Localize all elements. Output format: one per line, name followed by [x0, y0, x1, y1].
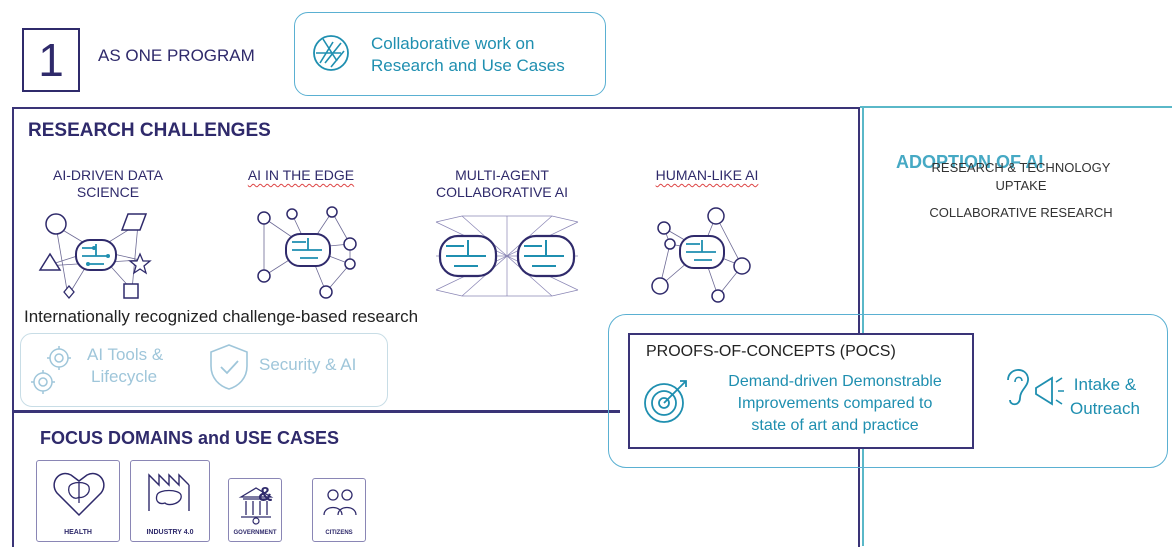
- poc-box: PROOFS-OF-CONCEPTS (POCS) Demand-driven …: [628, 333, 974, 449]
- ear-megaphone-icon: [1007, 369, 1064, 406]
- domain-label: CITIZENS: [325, 530, 353, 536]
- research-frame: [12, 107, 860, 547]
- rc-label-data-science: AI-DRIVEN DATA SCIENCE: [22, 167, 194, 201]
- domain-label: INDUSTRY 4.0: [146, 529, 194, 536]
- tools-label: AI Tools & Lifecycle: [87, 344, 163, 388]
- adoption-title: ADOPTION OF AI: [896, 152, 1044, 172]
- program-label: AS ONE PROGRAM: [98, 46, 255, 65]
- rc-label-line2: SCIENCE: [76, 184, 140, 200]
- tools-line2: Lifecycle: [91, 367, 158, 386]
- rc-label-line1: MULTI-AGENT: [455, 167, 549, 183]
- rc-label-line2: COLLABORATIVE AI: [435, 184, 568, 200]
- domain-health: HEALTH: [36, 460, 120, 542]
- research-title: RESEARCH CHALLENGES: [28, 120, 271, 141]
- intake-line1: Intake &: [1073, 375, 1137, 394]
- collab-line2: Research and Use Cases: [371, 56, 565, 75]
- domain-label: HEALTH: [64, 529, 92, 536]
- poc-description: Demand-driven Demonstrable Improvements …: [700, 371, 970, 437]
- section-divider: [12, 410, 620, 413]
- data-science-icon: [38, 213, 152, 300]
- domain-citizens: CITIZENS: [312, 478, 366, 542]
- research-caption: Internationally recognized challenge-bas…: [24, 307, 419, 326]
- target-icon: [644, 380, 687, 423]
- factory-icon: [148, 473, 190, 511]
- domain-label: GOVERNMENT: [233, 530, 277, 536]
- program-number: 1: [22, 28, 80, 92]
- poc-title: PROOFS-OF-CONCEPTS (POCS): [646, 343, 896, 361]
- poc-desc-line2: Improvements compared to: [737, 395, 933, 412]
- government-icon: [238, 487, 274, 525]
- human-like-icon: [651, 207, 751, 303]
- rc-label-human-like: HUMAN-LIKE AI: [632, 167, 782, 184]
- poc-desc-line1: Demand-driven Demonstrable: [728, 373, 942, 390]
- rc-label-line1: HUMAN-LIKE AI: [655, 167, 759, 183]
- aperture-icon: [313, 35, 349, 71]
- focus-title: FOCUS DOMAINS and USE CASES: [40, 428, 340, 448]
- collab-box: Collaborative work on Research and Use C…: [294, 12, 606, 96]
- intake-label: Intake & Outreach: [1070, 373, 1140, 421]
- adoption-divider: [862, 106, 864, 546]
- citizens-icon: [323, 489, 357, 516]
- adoption-line3: COLLABORATIVE RESEARCH: [929, 205, 1113, 220]
- poc-desc-line3: state of art and practice: [751, 417, 919, 434]
- rc-label-line1: AI IN THE EDGE: [247, 167, 355, 183]
- domain-government: GOVERNMENT: [228, 478, 282, 542]
- tools-box: AI Tools & Lifecycle Security & AI: [20, 333, 388, 407]
- intake-line2: Outreach: [1070, 399, 1140, 418]
- collab-text: Collaborative work on Research and Use C…: [371, 33, 565, 77]
- adoption-top-line: [860, 106, 1172, 108]
- poc-title-text: PROOFS-OF-CONCEPTS (POCS): [646, 343, 896, 360]
- rc-label-line1: AI-DRIVEN DATA: [53, 167, 163, 183]
- rc-label-multi-agent: MULTI-AGENT COLLABORATIVE AI: [412, 167, 592, 201]
- ampersand: &: [258, 484, 273, 506]
- domain-industry: INDUSTRY 4.0: [130, 460, 210, 542]
- security-label: Security & AI: [259, 355, 357, 374]
- collab-line1: Collaborative work on: [371, 34, 535, 53]
- shield-icon: [210, 344, 248, 390]
- heart-brain-icon: [53, 472, 105, 517]
- adoption-line2: UPTAKE: [995, 178, 1047, 193]
- multi-agent-icon: [435, 215, 579, 297]
- tools-line1: AI Tools &: [87, 345, 164, 364]
- edge-icon: [257, 206, 357, 299]
- rc-label-edge: AI IN THE EDGE: [226, 167, 376, 184]
- poc-outer-box: [608, 314, 1168, 468]
- adoption-line1: RESEARCH & TECHNOLOGY: [931, 160, 1111, 175]
- gears-icon: [31, 346, 71, 394]
